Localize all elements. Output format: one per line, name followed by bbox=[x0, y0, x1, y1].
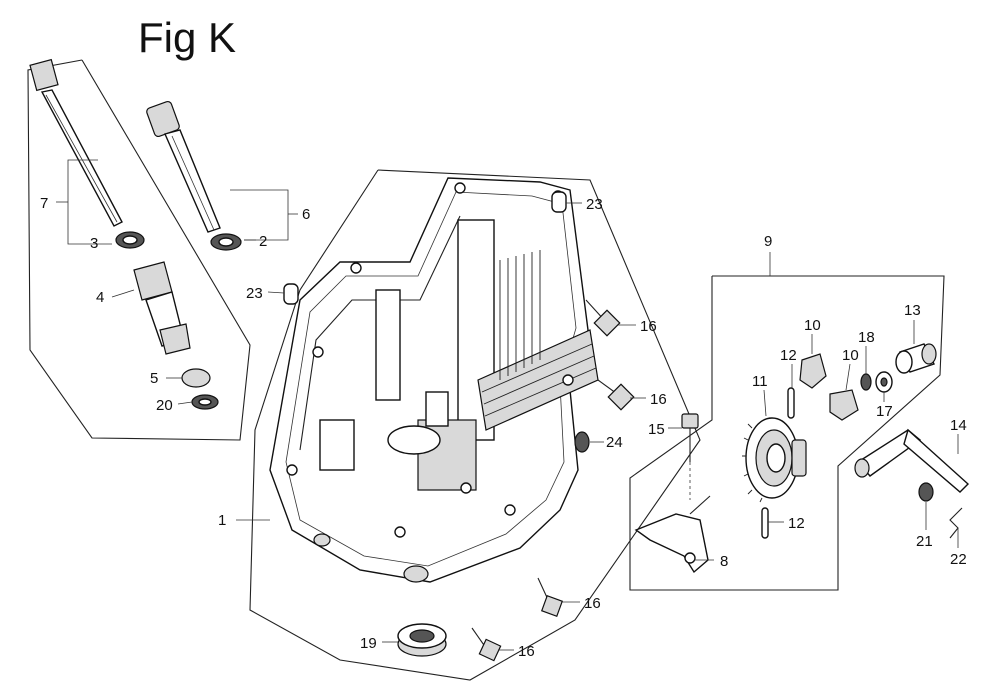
governor-arm-8 bbox=[634, 495, 711, 574]
cap-5 bbox=[181, 368, 211, 388]
flange-bolt-16c bbox=[537, 577, 564, 618]
callout-8: 8 bbox=[720, 553, 728, 570]
callout-17: 17 bbox=[876, 403, 893, 420]
callout-15: 15 bbox=[648, 421, 665, 438]
group-outline-governor bbox=[629, 275, 945, 591]
callout-10a: 10 bbox=[804, 317, 821, 334]
callout-16c: 16 bbox=[584, 595, 601, 612]
weight-10b bbox=[829, 389, 859, 421]
dowel-pin-23b bbox=[283, 283, 299, 305]
callout-19: 19 bbox=[360, 635, 377, 652]
callout-14: 14 bbox=[950, 417, 967, 434]
washer-21 bbox=[918, 482, 934, 502]
callout-16a: 16 bbox=[640, 318, 657, 335]
washer-24 bbox=[574, 431, 590, 453]
callout-20: 20 bbox=[156, 397, 173, 414]
callout-22: 22 bbox=[950, 551, 967, 568]
bolt-15 bbox=[681, 413, 699, 462]
callout-23b: 23 bbox=[246, 285, 263, 302]
pin-12a bbox=[787, 387, 795, 419]
callout-12a: 12 bbox=[780, 347, 797, 364]
group-outline-crankcase bbox=[249, 169, 701, 681]
bracket-6 bbox=[230, 189, 289, 241]
governor-gear-11 bbox=[742, 417, 807, 503]
callout-4: 4 bbox=[96, 289, 104, 306]
callout-7: 7 bbox=[40, 195, 48, 212]
group-outline-dipstick bbox=[27, 59, 251, 441]
callout-16b: 16 bbox=[650, 391, 667, 408]
figure-title: Fig K bbox=[138, 14, 237, 61]
callout-11: 11 bbox=[752, 373, 768, 390]
filler-tube-4 bbox=[133, 261, 191, 355]
flange-bolt-16a bbox=[585, 299, 621, 337]
clip-18 bbox=[860, 373, 872, 391]
callout-9: 9 bbox=[764, 233, 772, 250]
callout-16d: 16 bbox=[518, 643, 535, 660]
callout-3: 3 bbox=[90, 235, 98, 252]
callout-23a: 23 bbox=[586, 196, 603, 213]
flange-bolt-16d bbox=[471, 627, 502, 662]
crankcase-cover bbox=[269, 177, 599, 583]
callout-18: 18 bbox=[858, 329, 875, 346]
callout-21: 21 bbox=[916, 533, 933, 550]
callout-1: 1 bbox=[218, 512, 226, 529]
pin-12b bbox=[761, 507, 769, 539]
callout-2: 2 bbox=[259, 233, 267, 250]
callout-13: 13 bbox=[904, 302, 921, 319]
flange-bolt-16b bbox=[597, 379, 635, 411]
oil-seal-19 bbox=[397, 623, 447, 657]
dipstick-long bbox=[29, 58, 123, 227]
weight-10a bbox=[799, 353, 827, 389]
pin-22 bbox=[949, 507, 963, 539]
holder-13 bbox=[895, 343, 937, 374]
dowel-pin-23a bbox=[551, 191, 567, 213]
callout-10b: 10 bbox=[842, 347, 859, 364]
callout-5: 5 bbox=[150, 370, 158, 387]
callout-24: 24 bbox=[606, 434, 623, 451]
callout-12b: 12 bbox=[788, 515, 805, 532]
governor-shaft-14 bbox=[854, 428, 970, 493]
dipstick-short bbox=[146, 100, 221, 233]
callout-6: 6 bbox=[302, 206, 310, 223]
